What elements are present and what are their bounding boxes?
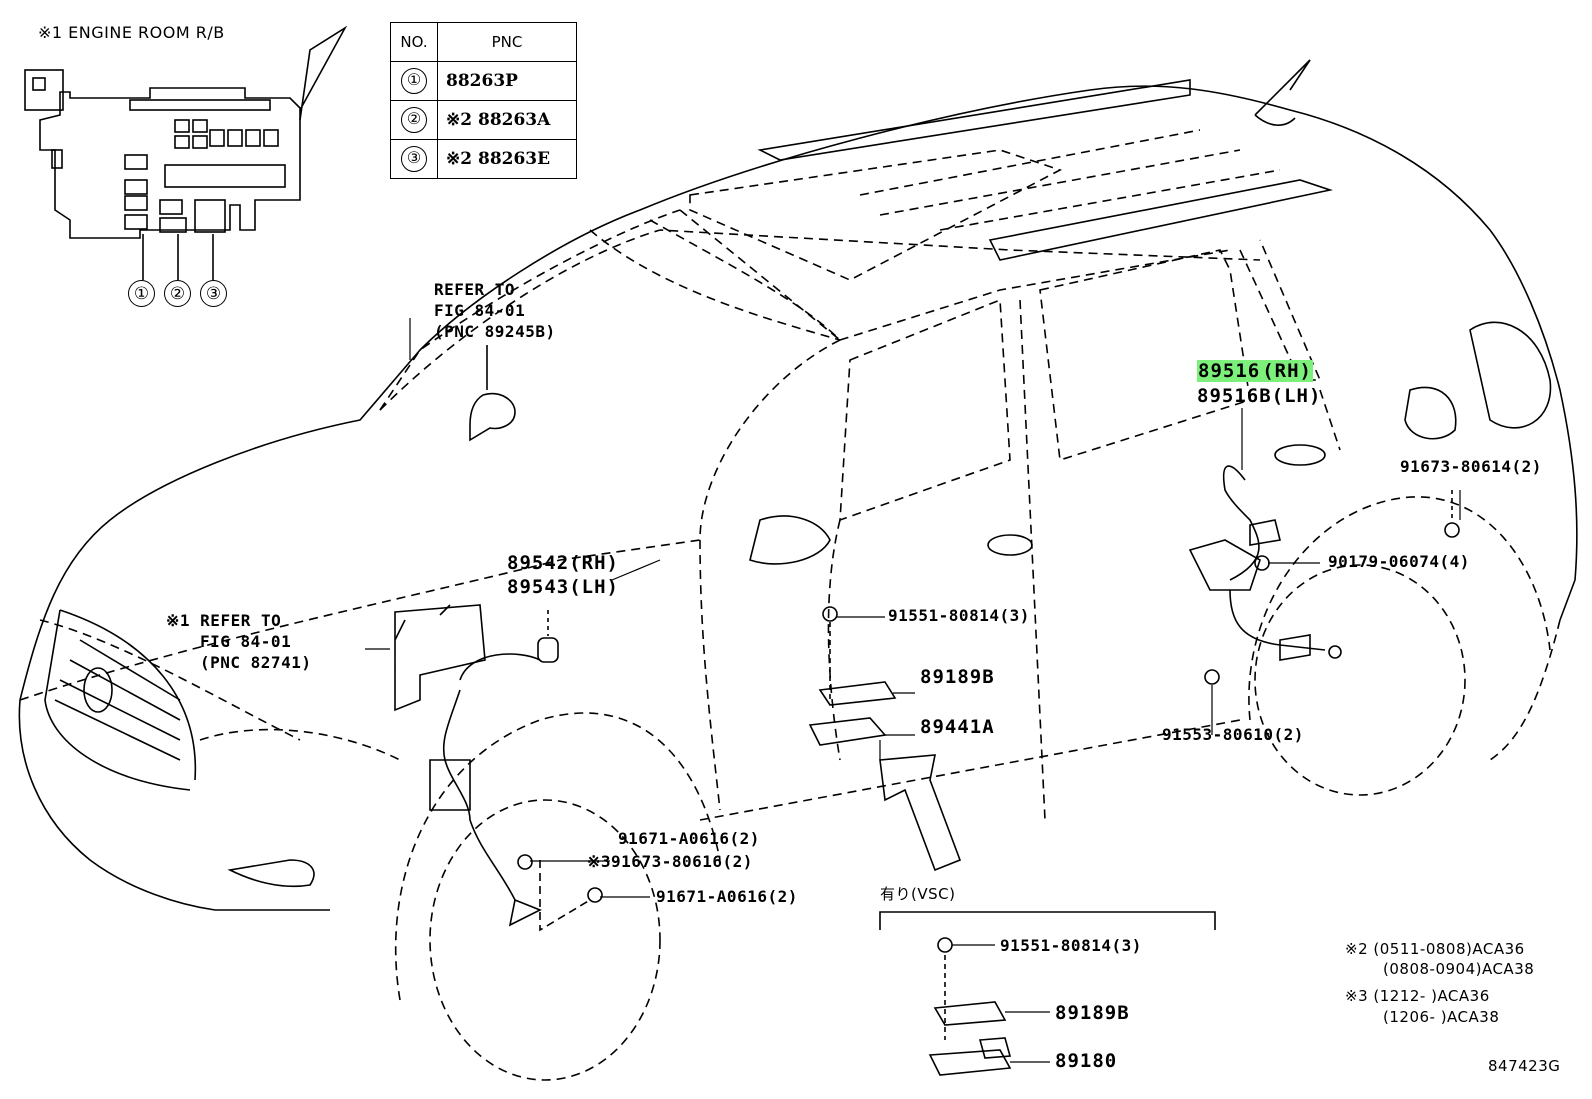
- table-row: ② ※2 88263A: [390, 100, 577, 140]
- part-91553[interactable]: 91553-80610(2): [1162, 725, 1304, 744]
- highlighted-part-number: 89516: [1197, 360, 1262, 382]
- row-pnc[interactable]: ※2 88263E: [437, 139, 577, 179]
- refer-to-b-line-3[interactable]: (PNC 82741): [200, 653, 312, 672]
- part-91673-front[interactable]: ※391673-80616(2): [587, 852, 753, 871]
- refer-to-line-3[interactable]: (PNC 89245B): [434, 322, 556, 341]
- part-91671-b[interactable]: 91671-A0616(2): [656, 887, 798, 906]
- row-pnc[interactable]: ※2 88263A: [437, 100, 577, 140]
- row-no: ②: [401, 107, 427, 133]
- car-body: [18, 59, 1578, 1081]
- row-no: ①: [401, 68, 427, 94]
- refer-to-b-line-2[interactable]: FIG 84-01: [200, 632, 292, 651]
- callout-2: ②: [164, 280, 191, 307]
- part-89542-rh[interactable]: 89542(RH): [507, 552, 619, 574]
- leader-lines: [365, 318, 1461, 1063]
- part-91551-bottom[interactable]: 91551-80814(3): [1000, 936, 1142, 955]
- fuse-box-title: ※1 ENGINE ROOM R/B: [38, 23, 225, 42]
- part-90179[interactable]: 90179-06074(4): [1328, 552, 1470, 571]
- table-row: ① 88263P: [390, 61, 577, 101]
- note-2-line-2: (0808-0904)ACA38: [1383, 960, 1535, 978]
- sensors-and-wiring: [394, 345, 1460, 1076]
- row-no: ③: [401, 146, 427, 172]
- part-89516-rh[interactable]: 89516(RH): [1197, 360, 1313, 382]
- note-2-line-1: ※2 (0511-0808)ACA36: [1345, 940, 1525, 958]
- part-91673-right[interactable]: 91673-80614(2): [1400, 457, 1542, 476]
- callout-3: ③: [200, 280, 227, 307]
- vsc-header: 有り(VSC): [880, 885, 956, 903]
- refer-to-b-line-1: ※1 REFER TO: [166, 611, 282, 630]
- note-3-line-2: (1206- )ACA38: [1383, 1008, 1500, 1026]
- part-91551-top[interactable]: 91551-80814(3): [888, 606, 1030, 625]
- header-pnc: PNC: [437, 22, 577, 62]
- part-89189b-top[interactable]: 89189B: [920, 666, 995, 688]
- pnc-table: NO. PNC ① 88263P ② ※2 88263A ③ ※2 88263E: [390, 22, 577, 179]
- table-row: ③ ※2 88263E: [390, 139, 577, 179]
- part-89543-lh[interactable]: 89543(LH): [507, 576, 619, 598]
- part-89189b-bottom[interactable]: 89189B: [1055, 1002, 1130, 1024]
- note-3-line-1: ※3 (1212- )ACA36: [1345, 987, 1490, 1005]
- header-no: NO.: [390, 22, 438, 62]
- callout-1: ①: [128, 280, 155, 307]
- figure-code: 847423G: [1488, 1057, 1561, 1075]
- part-91671-a[interactable]: 91671-A0616(2): [618, 829, 760, 848]
- engine-room-relay-block: [24, 25, 348, 280]
- part-89516b-lh[interactable]: 89516B(LH): [1197, 385, 1322, 407]
- part-89441a[interactable]: 89441A: [920, 716, 995, 738]
- row-pnc[interactable]: 88263P: [437, 61, 577, 101]
- part-89180[interactable]: 89180: [1055, 1050, 1118, 1072]
- pnc-table-header: NO. PNC: [390, 22, 577, 62]
- refer-to-line-1: REFER TO: [434, 280, 516, 299]
- refer-to-line-2[interactable]: FIG 84-01: [434, 301, 526, 320]
- highlighted-part-suffix: (RH): [1261, 360, 1313, 382]
